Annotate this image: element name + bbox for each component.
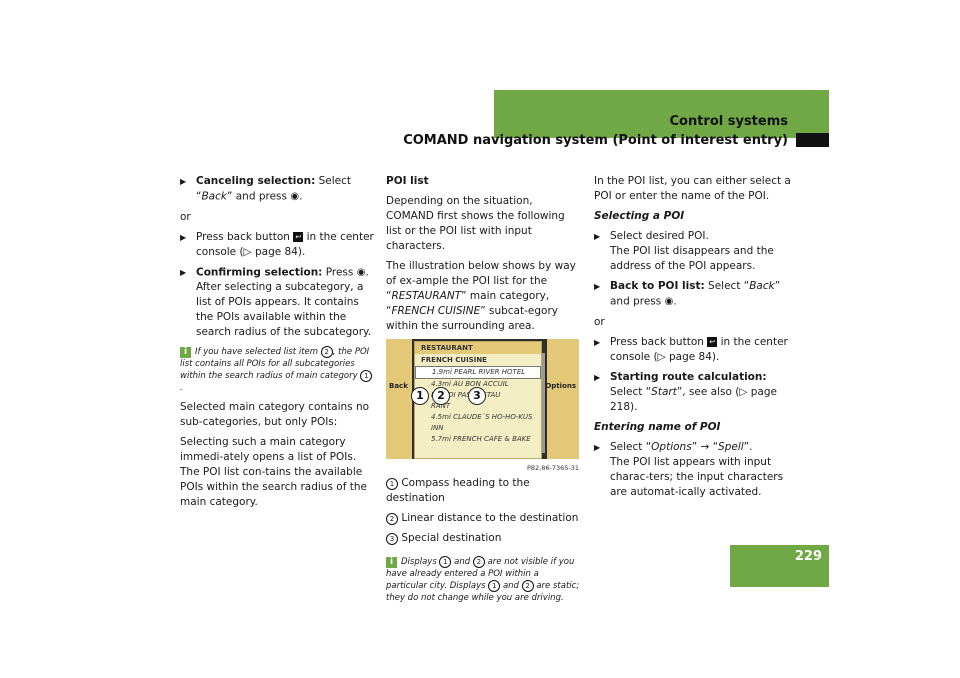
column-1: Canceling selection: Select “Back” and p… bbox=[180, 174, 375, 515]
list-item: POU DI PAS RESTAU bbox=[431, 391, 501, 399]
heading-poi-list: POI list bbox=[386, 175, 429, 187]
bullet-spell: Select “Options” → “Spell”. The POI list… bbox=[594, 440, 794, 500]
bullet-back-button: Press back button ↩ in the center consol… bbox=[180, 230, 375, 260]
back-label: Back bbox=[389, 382, 408, 390]
bullet-route-calc: Starting route calculation: Select “Star… bbox=[594, 370, 794, 415]
legend-item: 1 Compass heading to the destination bbox=[386, 477, 530, 504]
info-icon: i bbox=[180, 347, 191, 358]
bullet-back-button: Press back button ↩ in the center consol… bbox=[594, 335, 794, 365]
knob-icon: ◉ bbox=[290, 191, 300, 202]
knob-icon: ◉ bbox=[664, 296, 674, 307]
legend-item: 3 Special destination bbox=[386, 531, 582, 546]
section-title: Control systems bbox=[669, 114, 788, 129]
list-item: RANT bbox=[431, 402, 451, 410]
header-marker bbox=[796, 133, 829, 147]
bullet-select-poi: Select desired POI. The POI list disappe… bbox=[594, 229, 794, 274]
list-item: INN bbox=[431, 424, 444, 432]
list-item: 4.3mi AU BON ACCUIL bbox=[431, 380, 509, 388]
options-label: Options bbox=[545, 382, 576, 390]
heading-entering-name: Entering name of POI bbox=[594, 420, 721, 433]
paragraph: Selected main category contains no sub-c… bbox=[180, 401, 370, 428]
scrollbar bbox=[542, 353, 545, 453]
page-number: 229 bbox=[794, 549, 822, 564]
bullet-canceling: Canceling selection: Select “Back” and p… bbox=[180, 174, 375, 205]
knob-icon: ◉ bbox=[356, 266, 366, 278]
bullet-confirming: Confirming selection: Press ◉. After sel… bbox=[180, 265, 375, 341]
marker-2: 2 bbox=[432, 387, 450, 405]
back-button-icon: ↩ bbox=[707, 336, 718, 347]
back-button-icon: ↩ bbox=[293, 231, 304, 242]
marker-3: 3 bbox=[468, 387, 486, 405]
list-item: 4.5mi CLAUDE´S HO-HO-KUS bbox=[431, 413, 533, 421]
or-text: or bbox=[180, 210, 191, 223]
heading-selecting-poi: Selecting a POI bbox=[594, 210, 685, 222]
column-3: In the POI list, you can either select a… bbox=[594, 174, 794, 505]
header-band bbox=[494, 90, 829, 138]
paragraph: In the POI list, you can either select a… bbox=[594, 175, 791, 202]
figure-reference: P82.86-7365-31 bbox=[526, 464, 579, 472]
paragraph: The illustration below shows by way of e… bbox=[386, 260, 576, 332]
column-2: POI list Depending on the situation, COM… bbox=[386, 174, 582, 610]
category-row: RESTAURANT bbox=[415, 342, 541, 354]
or-text: or bbox=[594, 315, 605, 328]
info-icon: i bbox=[386, 557, 397, 568]
poi-list-screenshot: Back Options RESTAURANT FRENCH CUISINE 1… bbox=[386, 339, 579, 459]
paragraph: Selecting such a main category immedi-at… bbox=[180, 436, 367, 508]
list-item: 5.7mi FRENCH CAFE & BAKE bbox=[431, 435, 531, 443]
section-subtitle: COMAND navigation system (Point of inter… bbox=[403, 133, 788, 148]
paragraph: Depending on the situation, COMAND first… bbox=[386, 195, 565, 252]
bullet-back-to-list: Back to POI list: Select “Back” and pres… bbox=[594, 279, 794, 310]
legend-item: 2 Linear distance to the destination bbox=[386, 511, 582, 526]
subcategory-row: FRENCH CUISINE bbox=[415, 354, 541, 366]
page-number-box bbox=[730, 545, 829, 587]
list-item: 1.9mi PEARL RIVER HOTEL bbox=[415, 366, 541, 379]
marker-1: 1 bbox=[411, 387, 429, 405]
